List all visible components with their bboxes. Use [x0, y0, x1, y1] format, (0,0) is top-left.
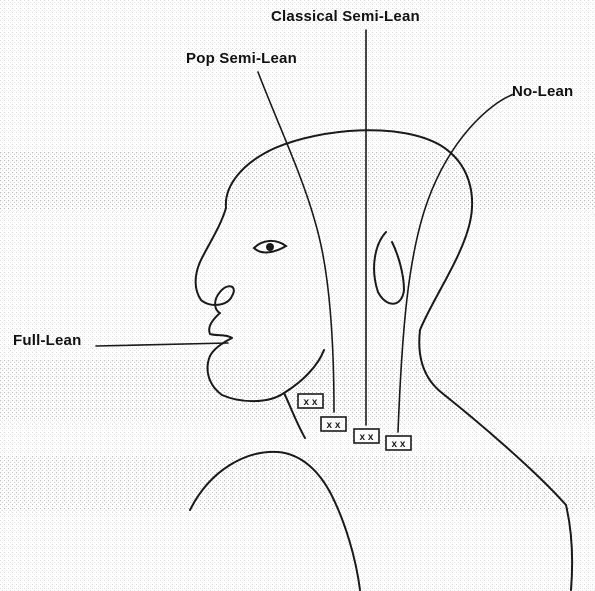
faint-text-band-2: [0, 360, 595, 420]
marker-1-text: x x: [304, 397, 318, 408]
marker-4-text: x x: [392, 439, 406, 450]
marker-4: x x: [386, 436, 411, 450]
marker-2-text: x x: [327, 420, 341, 431]
label-classical-semi-lean: Classical Semi-Lean: [271, 8, 420, 25]
marker-3-text: x x: [360, 432, 374, 443]
label-full-lean: Full-Lean: [13, 332, 81, 349]
marker-1: x x: [298, 394, 323, 408]
label-no-lean: No-Lean: [512, 83, 573, 100]
marker-3: x x: [354, 429, 379, 443]
faint-text-band-1: [0, 152, 595, 210]
marker-2: x x: [321, 417, 346, 431]
faint-text-band-3: [0, 455, 595, 510]
label-pop-semi-lean: Pop Semi-Lean: [186, 50, 297, 67]
